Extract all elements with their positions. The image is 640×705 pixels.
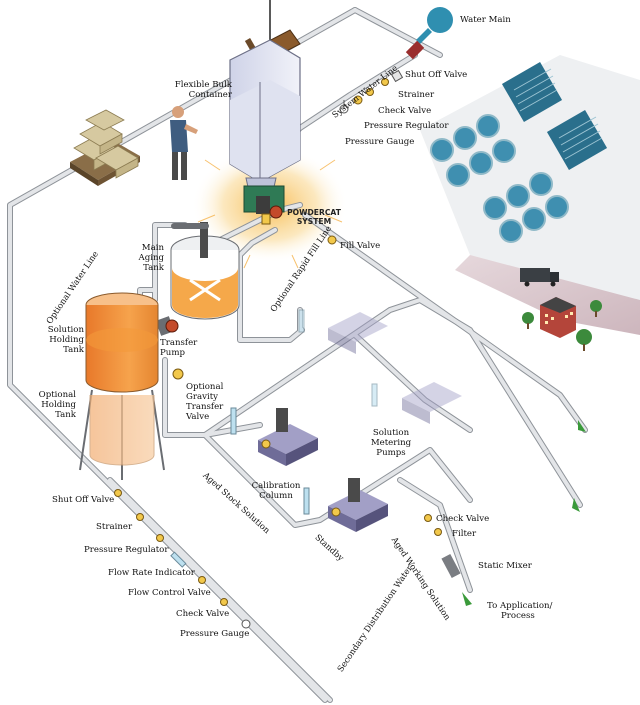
label-solution-holding-3: Tank [63,345,84,355]
label-powdercat-2: SYSTEM [296,217,332,226]
metering-pumps [230,309,462,532]
water-main [405,7,453,60]
label-check-valve-left: Check Valve [176,609,230,619]
label-optional-holding-3: Tank [55,410,76,420]
label-transfer-pump-2: Pump [160,348,185,358]
label-pressure-regulator-top: Pressure Regulator [364,121,449,131]
label-metering-pumps-1: Solution [372,428,410,438]
label-shut-off-valve-left: Shut Off Valve [52,495,115,505]
label-solution-holding-1: Solution [47,325,84,335]
flexible-bulk-container [229,0,301,197]
label-flexible-bulk-1: Flexible Bulk [174,80,232,90]
label-shut-off-valve-top: Shut Off Valve [405,70,468,80]
label-flow-control-valve: Flow Control Valve [128,588,211,598]
label-calibration-column-2: Column [259,491,293,501]
label-fill-valve: Fill Valve [340,241,381,251]
solution-holding-tank [79,292,165,480]
label-flow-rate-indicator: Flow Rate Indicator [108,568,195,578]
label-flexible-bulk-2: Container [188,90,232,100]
label-filter: Filter [452,529,477,539]
secondary-line-valves [114,489,251,629]
optional-holding-tank [89,395,155,466]
label-optional-holding-2: Holding [41,400,76,410]
main-aging-tank [170,222,240,320]
truck [520,268,559,287]
gravity-transfer-valve [172,368,184,380]
label-check-valve-right: Check Valve [436,514,490,524]
label-pressure-gauge-left: Pressure Gauge [180,629,250,639]
treatment-basins [430,61,608,243]
label-transfer-pump-1: Transfer [160,338,198,348]
label-main-aging-tank-1: Main [141,243,164,253]
label-strainer-top: Strainer [398,90,435,100]
brick-building [540,297,576,338]
label-powdercat-1: POWDERCAT [287,208,341,217]
trees [522,300,602,351]
bag-pallet [70,109,140,186]
label-to-application-1: To Application/ [487,601,553,611]
powdercat-machine [243,185,285,225]
label-metering-pumps-2: Metering [370,438,412,448]
label-optional-holding-1: Optional [38,390,76,400]
label-metering-pumps-3: Pumps [376,448,406,458]
label-optional-gravity-4: Valve [186,412,210,422]
fill-valve [327,235,337,245]
label-main-aging-tank-2: Aging [138,253,165,263]
label-optional-gravity-2: Gravity [186,392,219,402]
treatment-plant [420,55,640,351]
worker [170,106,198,180]
label-optional-gravity-1: Optional [186,382,224,392]
label-pressure-gauge-top: Pressure Gauge [345,137,415,147]
system-line-valves [339,69,404,114]
label-static-mixer: Static Mixer [478,561,532,571]
label-calibration-column-1: Calibration [251,481,301,491]
label-water-main: Water Main [460,15,511,25]
label-main-aging-tank-3: Tank [143,263,164,273]
label-solution-holding-2: Holding [49,335,84,345]
transfer-pump [155,316,179,336]
label-optional-gravity-3: Transfer [186,402,224,412]
output-line-valves [424,420,586,606]
label-strainer-left: Strainer [96,522,133,532]
label-to-application-2: Process [501,611,535,621]
label-pressure-regulator-left: Pressure Regulator [84,545,169,555]
label-check-valve-top: Check Valve [378,106,432,116]
